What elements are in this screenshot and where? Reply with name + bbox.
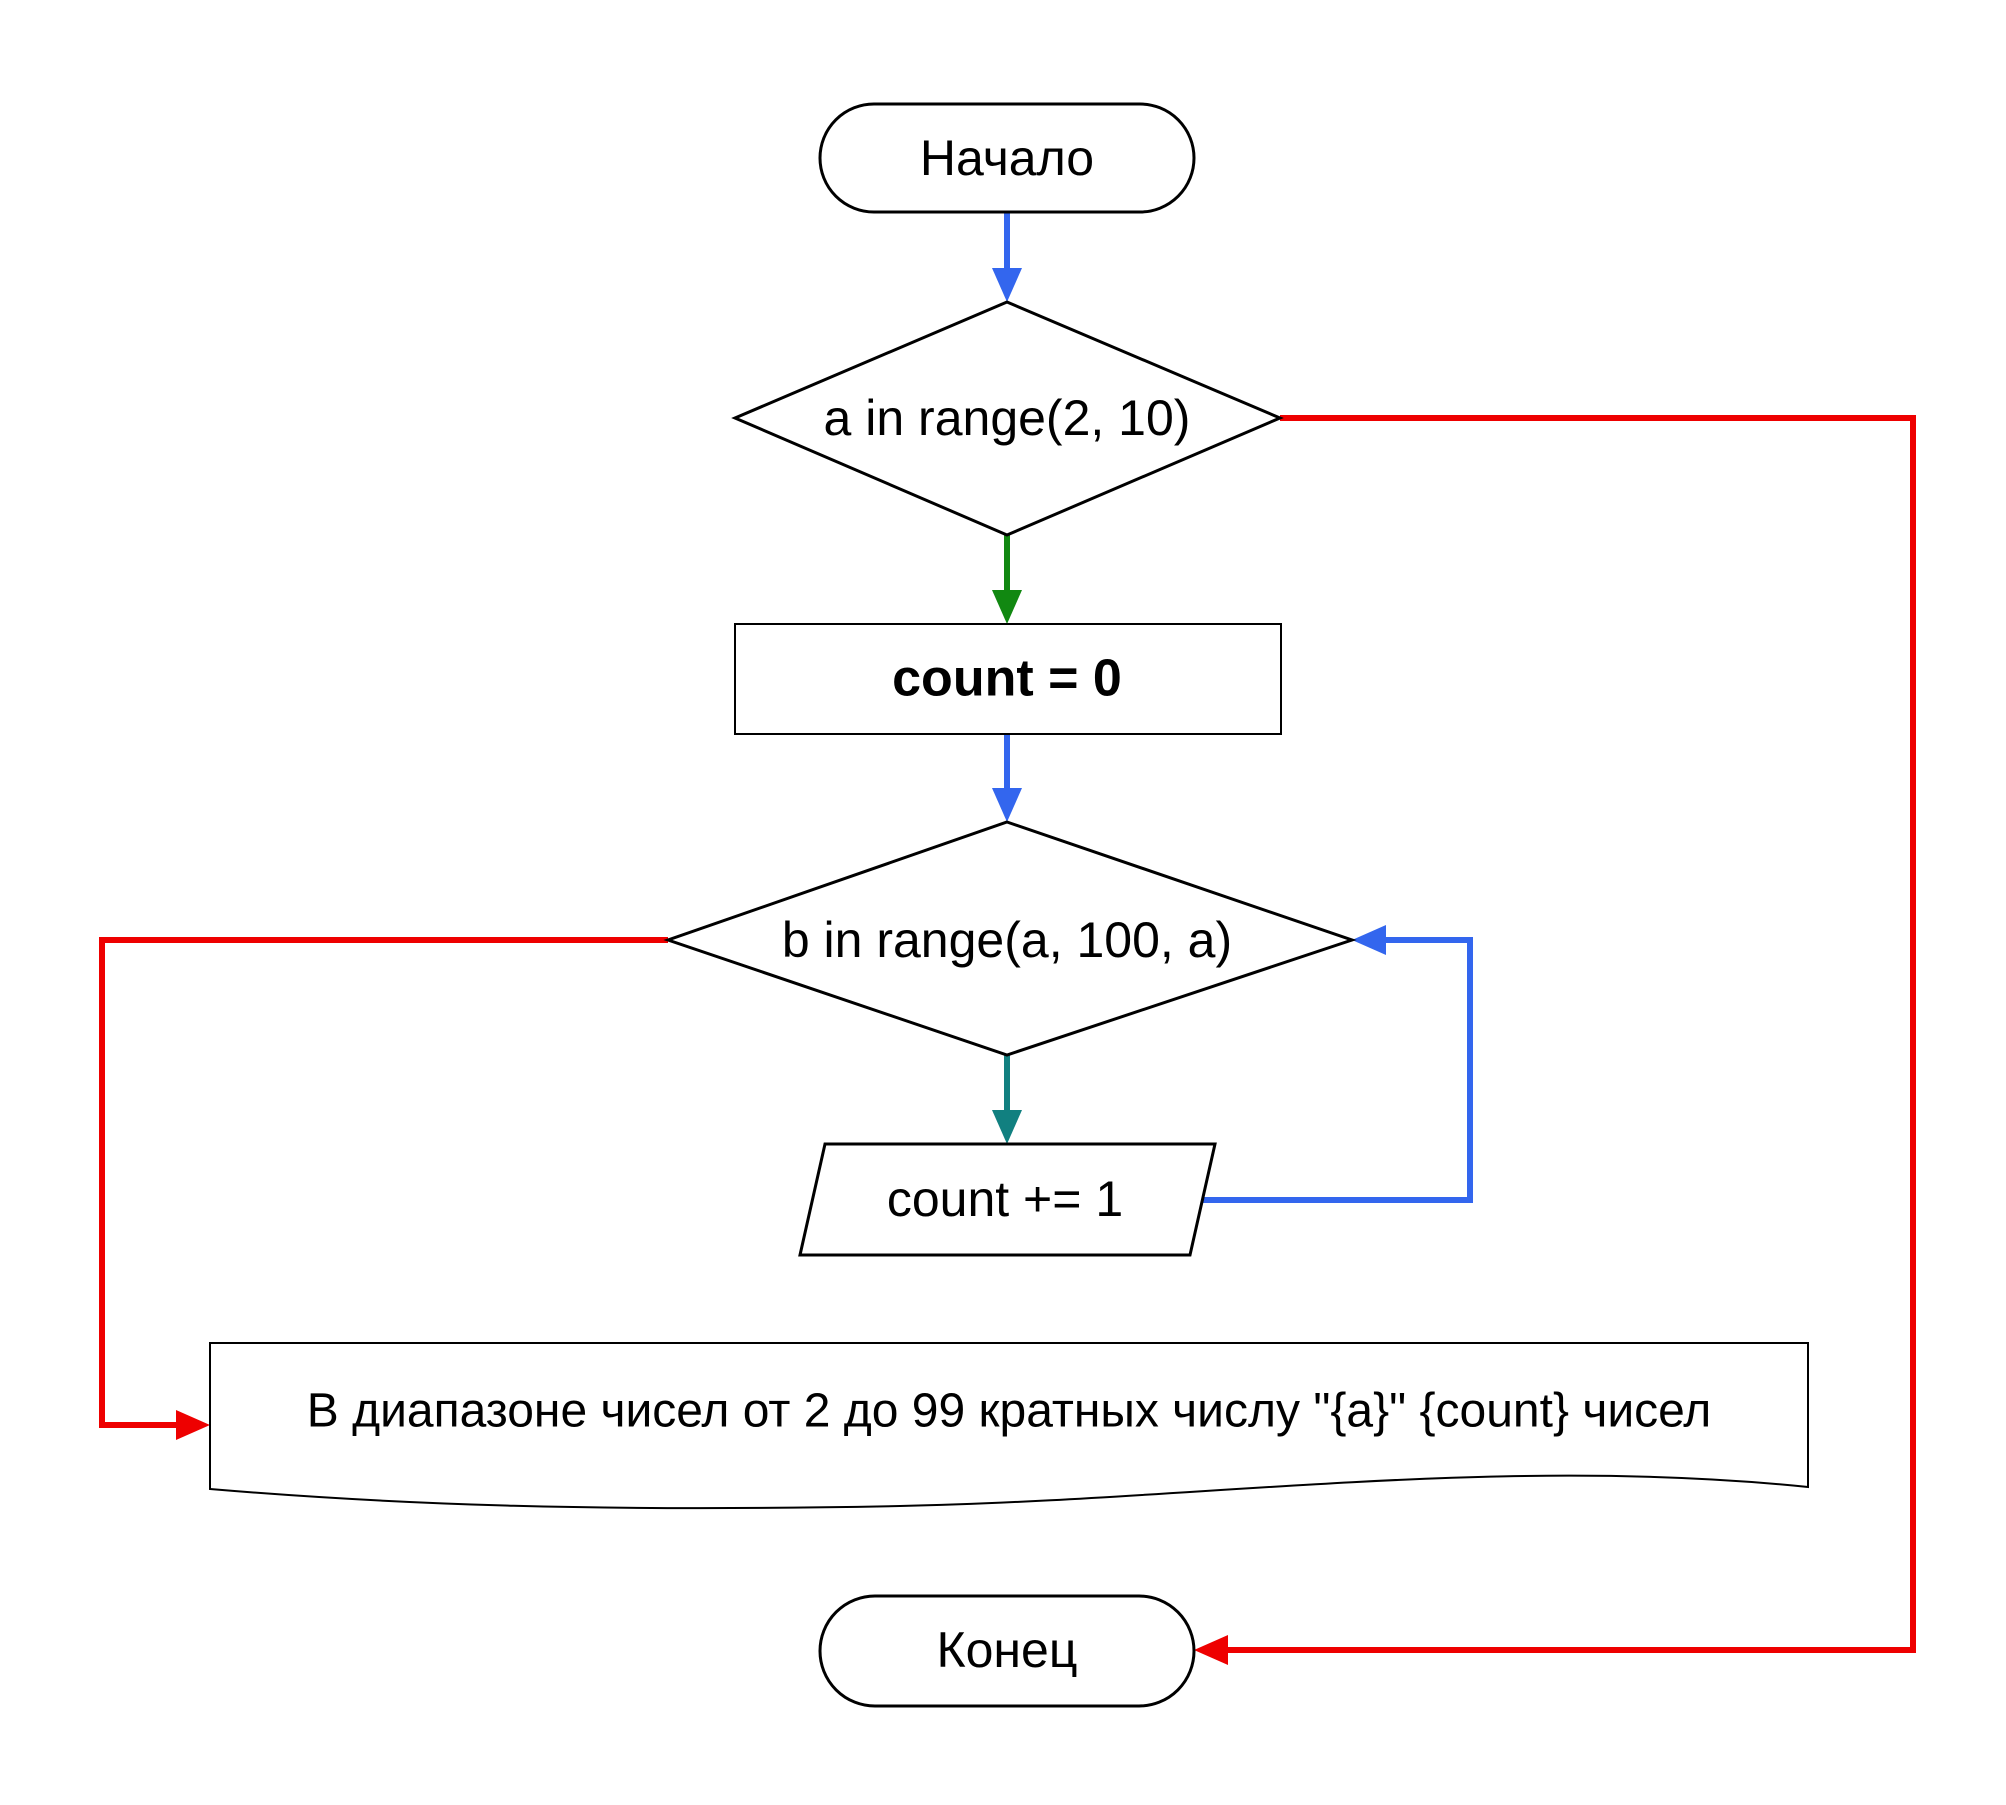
outer-loop-label: a in range(2, 10): [824, 390, 1191, 446]
increment-io: count += 1: [798, 1142, 1217, 1257]
end-terminator: Конец: [818, 1594, 1196, 1708]
init-count-process: count = 0: [734, 623, 1282, 735]
outer-loop-decision: a in range(2, 10): [731, 300, 1284, 537]
arrow-outer-loop-exit-to-end: [1194, 415, 1916, 1665]
arrow-inner-loop-exit-to-output: [99, 937, 668, 1440]
arrow-start-to-outer-loop: [992, 212, 1022, 302]
output-label: В диапазоне чисел от 2 до 99 кратных чис…: [307, 1385, 1712, 1438]
start-terminator: Начало: [818, 102, 1196, 214]
increment-label: count += 1: [887, 1171, 1123, 1227]
output-document: В диапазоне чисел от 2 до 99 кратных чис…: [209, 1342, 1809, 1510]
start-label: Начало: [920, 130, 1094, 186]
arrow-outer-loop-to-init: [992, 535, 1022, 624]
inner-loop-decision: b in range(a, 100, a): [663, 820, 1357, 1057]
arrow-inner-loop-to-increment: [992, 1055, 1022, 1144]
end-label: Конец: [937, 1622, 1078, 1678]
inner-loop-label: b in range(a, 100, a): [782, 912, 1232, 968]
arrow-init-to-inner-loop: [992, 734, 1022, 822]
arrow-increment-loop-back: [1202, 925, 1473, 1203]
init-count-label: count = 0: [892, 650, 1122, 708]
